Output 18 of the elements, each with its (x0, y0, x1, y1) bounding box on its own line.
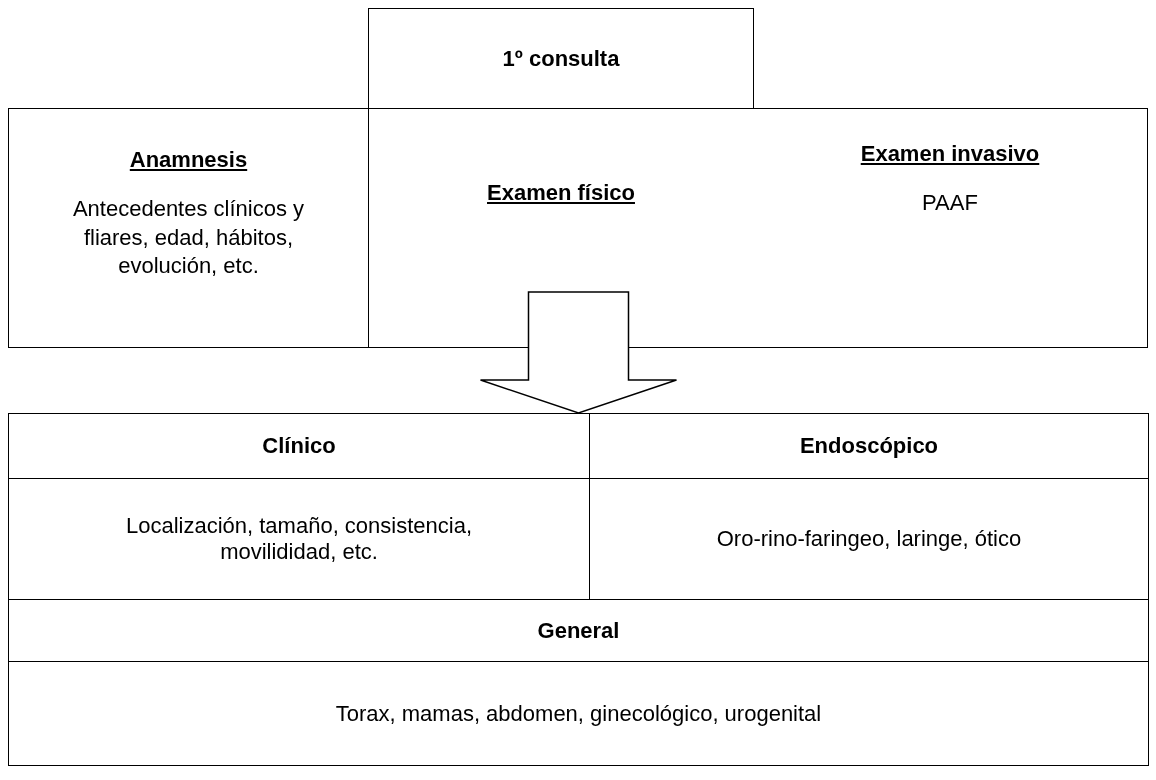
heading: Examen invasivo (859, 141, 1041, 167)
cell-text: Localización, tamaño, consistencia, movilididad, etc. (124, 513, 474, 565)
cell-text: Oro-rino-faringeo, laringe, ótico (715, 526, 1023, 552)
heading: Examen físico (486, 180, 636, 206)
cell-text: General (536, 617, 621, 644)
cell-text: Torax, mamas, abdomen, ginecológico, urogenital (334, 700, 823, 727)
table-cell (9, 478, 590, 599)
cell-text: 1º consulta (501, 45, 621, 72)
heading: Anamnesis (128, 147, 249, 173)
block-arrow (479, 291, 678, 414)
body-text: Antecedentes clínicos y fliares, edad, hábitos, evolución, etc. (71, 195, 306, 281)
cell-text: Clínico (261, 433, 337, 459)
header-cell (368, 8, 754, 109)
text-panel (8, 108, 369, 348)
text-panel (753, 108, 1148, 348)
table-frame (8, 413, 1149, 766)
cell-text: Endoscópico (798, 433, 940, 459)
body-text: PAAF (921, 189, 979, 217)
